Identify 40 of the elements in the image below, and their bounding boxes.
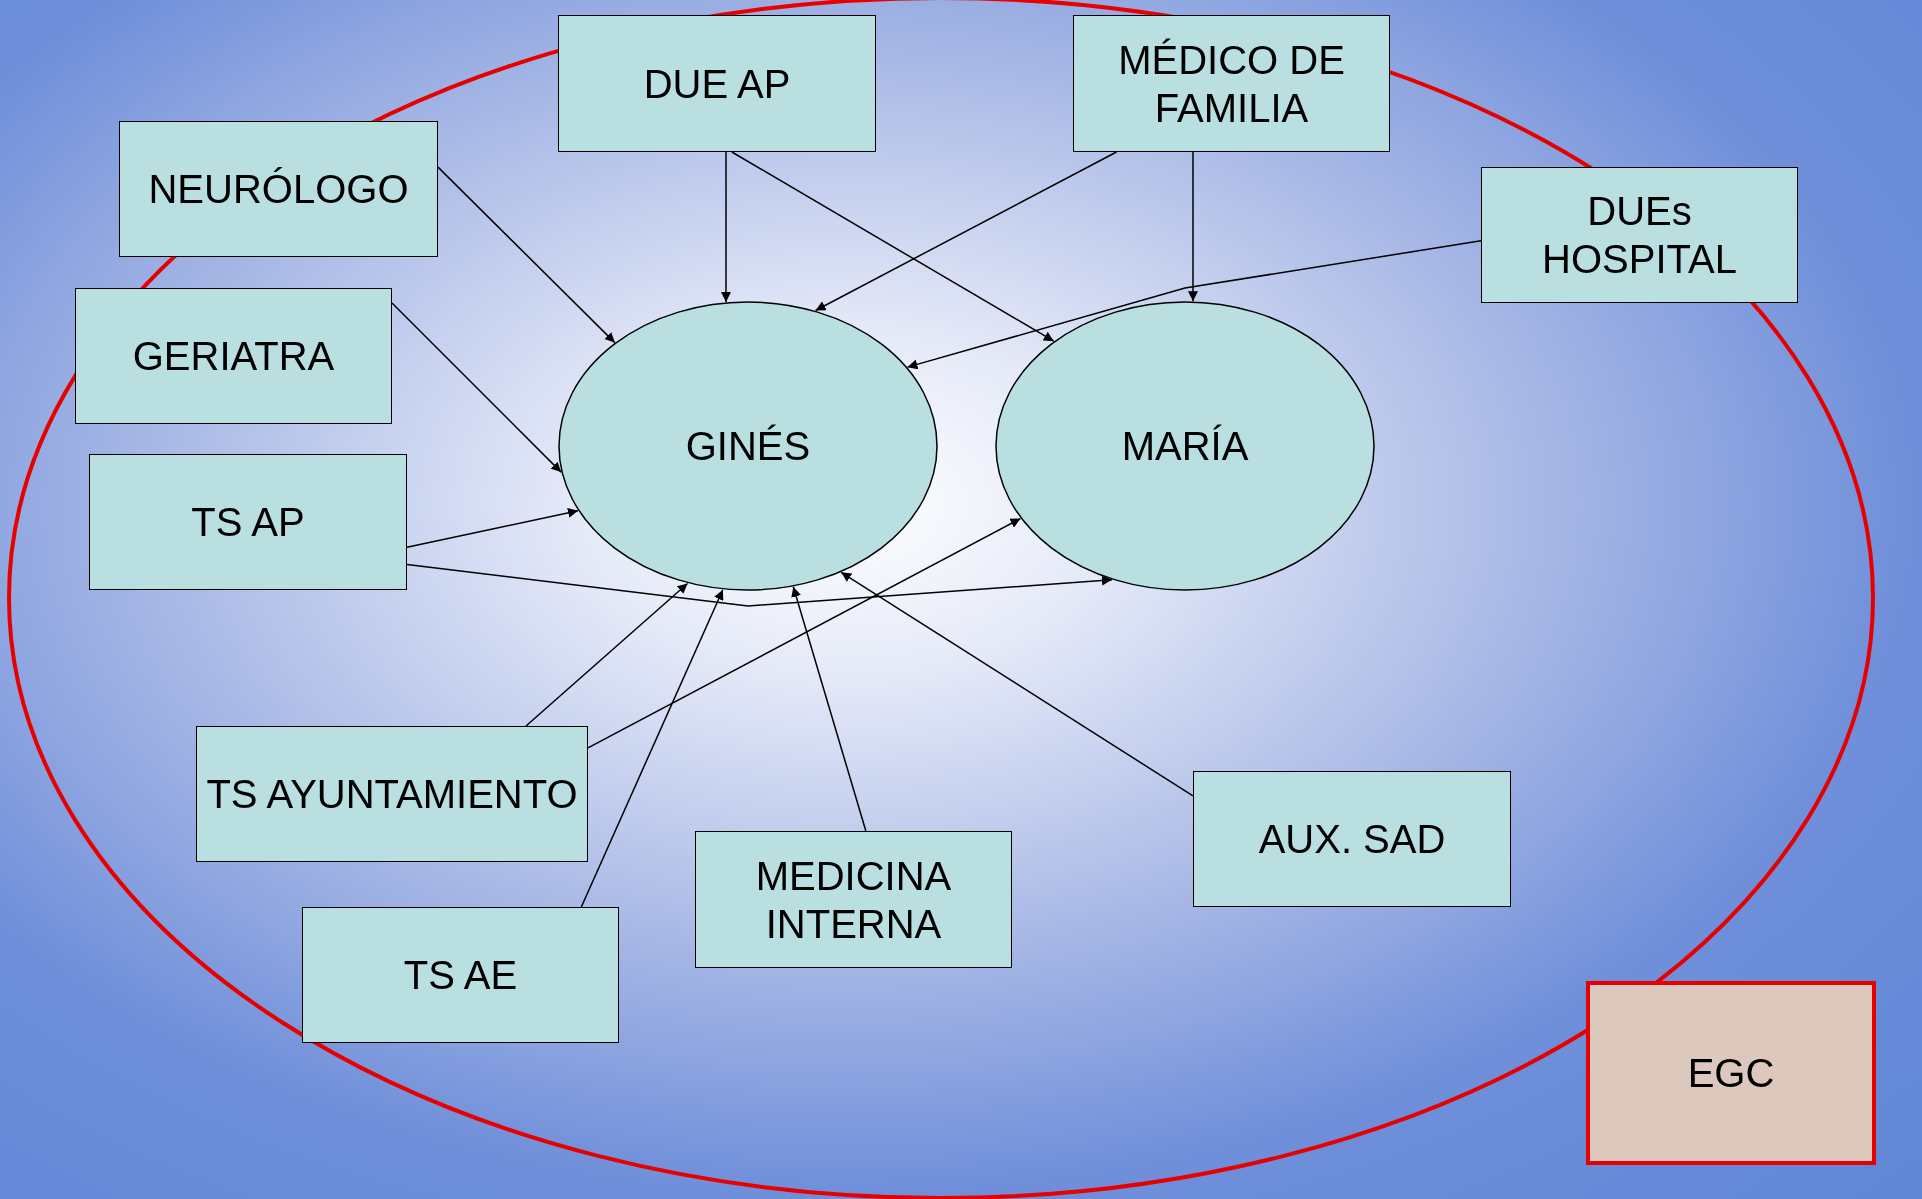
node-label: NEURÓLOGO [148, 166, 409, 213]
arrow [406, 563, 1113, 607]
arrow [406, 507, 579, 548]
node-label: GINÉS [685, 423, 811, 470]
node-label: GERIATRA [132, 333, 335, 380]
role-box [75, 288, 392, 424]
role-box [1193, 771, 1511, 907]
role-box [89, 454, 407, 590]
node-label: TS AE [403, 952, 518, 999]
arrow [731, 151, 1055, 342]
arrow [580, 588, 724, 908]
node-label: MARÍA [1121, 423, 1249, 470]
node-label: MÉDICO DE FAMILIA [1117, 36, 1346, 132]
highlight-box [1586, 981, 1876, 1165]
node-label: TS AP [191, 499, 305, 546]
arrow [587, 517, 1022, 749]
arrow [525, 582, 689, 727]
role-box [302, 907, 619, 1043]
ellipse-node [995, 301, 1375, 591]
role-box [1481, 167, 1798, 303]
arrow [391, 302, 562, 473]
role-box [196, 726, 588, 862]
arrow [906, 240, 1482, 370]
arrow [437, 166, 616, 344]
arrow [814, 151, 1118, 312]
node-label: DUEs HOSPITAL [1541, 188, 1738, 283]
node-label: DUE AP [643, 60, 791, 108]
arrow [791, 586, 867, 832]
role-box [1073, 15, 1390, 152]
node-label: TS AYUNTAMIENTO [206, 771, 578, 818]
node-label: EGC [1687, 1050, 1775, 1097]
arrow [721, 151, 731, 303]
node-label: AUX. SAD [1258, 816, 1446, 863]
arrow [1188, 151, 1198, 302]
arrow [840, 571, 1194, 797]
ellipse-node [558, 301, 938, 591]
role-box [558, 15, 876, 152]
role-box [695, 831, 1012, 968]
role-box [119, 121, 438, 257]
node-label: MEDICINA INTERNA [754, 852, 953, 948]
